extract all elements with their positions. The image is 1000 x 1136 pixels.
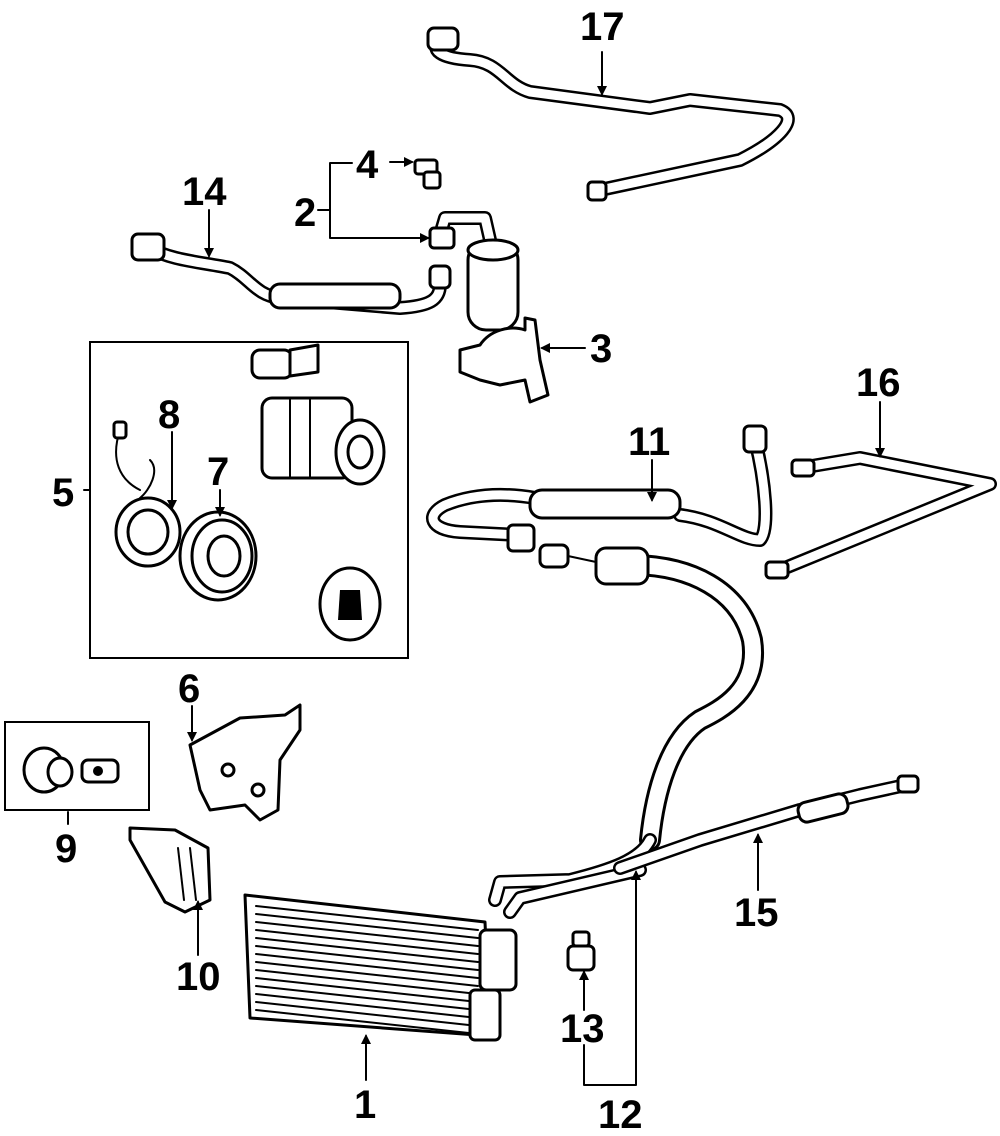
pressure-switch-13 xyxy=(566,930,596,972)
condenser-fin xyxy=(255,945,479,971)
callout-13: 13 xyxy=(560,1007,605,1051)
condenser-fin xyxy=(255,969,479,995)
hose-line-14 xyxy=(130,232,452,315)
condenser-1 xyxy=(243,893,518,1042)
compressor-bracket-6 xyxy=(188,703,302,822)
callout-3: 3 xyxy=(590,327,612,371)
callout-11: 11 xyxy=(628,420,670,464)
callout-2: 2 xyxy=(294,191,316,235)
hose-line-16 xyxy=(764,451,997,580)
condenser-fin xyxy=(255,913,479,939)
kit-box-9 xyxy=(4,721,150,811)
condenser-fin xyxy=(255,953,479,979)
condenser-fin xyxy=(255,937,479,963)
callout-9: 9 xyxy=(55,827,77,871)
condenser-fin xyxy=(255,961,479,987)
bracket-10 xyxy=(128,826,212,914)
condenser-fin xyxy=(255,977,479,1003)
callout-12: 12 xyxy=(598,1093,643,1136)
hose-line-11 xyxy=(426,424,773,553)
callout-6: 6 xyxy=(178,667,200,711)
callout-16: 16 xyxy=(856,361,901,405)
condenser-fin xyxy=(255,1009,479,1035)
callout-8: 8 xyxy=(158,393,180,437)
hose-line-17 xyxy=(426,26,795,202)
hose-assembly-12 xyxy=(488,543,765,919)
callout-17: 17 xyxy=(580,5,625,49)
hose-line-15 xyxy=(613,774,920,875)
callout-labels: 17 4 14 2 3 16 8 11 7 5 6 9 15 10 13 1 1… xyxy=(52,5,901,1136)
callout-15: 15 xyxy=(734,891,779,935)
callout-1: 1 xyxy=(354,1083,376,1127)
accumulator-2 xyxy=(428,211,520,332)
condenser-fin xyxy=(255,1001,479,1027)
condenser-fin xyxy=(255,921,479,947)
condenser-fin xyxy=(255,905,479,931)
callout-4: 4 xyxy=(356,143,379,187)
compressor-kit-box-5 xyxy=(89,341,409,659)
clutch-hub-5 xyxy=(318,566,382,642)
clutch-coil-8 xyxy=(112,420,182,568)
callout-10: 10 xyxy=(176,955,221,999)
accumulator-bracket-3 xyxy=(458,316,550,404)
compressor-5 xyxy=(260,396,386,486)
clutch-pulley-7 xyxy=(178,510,258,602)
leader-lines xyxy=(67,51,885,1086)
fitting-5 xyxy=(250,343,320,380)
callout-14: 14 xyxy=(182,170,227,214)
callout-5: 5 xyxy=(52,471,74,515)
switch-4 xyxy=(413,158,442,190)
condenser-fin xyxy=(255,993,479,1019)
callout-7: 7 xyxy=(207,450,229,494)
condenser-fin xyxy=(255,985,479,1011)
condenser-fin xyxy=(255,929,479,955)
kit-parts-9 xyxy=(22,746,120,794)
